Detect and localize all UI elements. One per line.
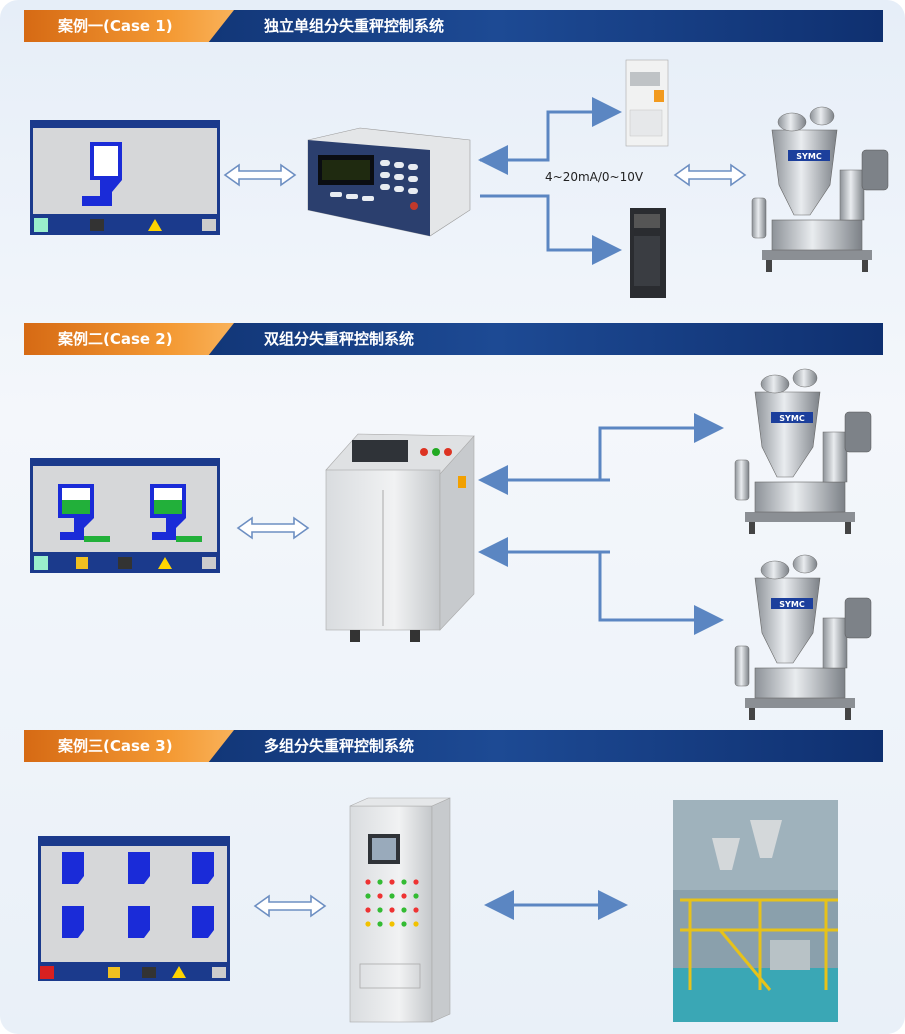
case1-tag: 案例一(Case 1) — [24, 10, 234, 42]
case3-hmi-screen — [38, 836, 230, 981]
case2-feeder-machine-bottom — [734, 554, 872, 721]
case1-hmi-link-arrow — [224, 164, 296, 186]
case2-title: 双组分失重秤控制系统 — [264, 330, 415, 348]
case1-servo-driver — [630, 208, 666, 298]
case3-plant-photo — [673, 800, 838, 1022]
case1-hmi-screen — [30, 120, 220, 235]
case1-routing-arrows — [478, 97, 622, 265]
case1-feeder-machine — [751, 106, 889, 273]
case1-machine-link-arrow — [674, 164, 746, 186]
case3-tag: 案例三(Case 3) — [24, 730, 234, 762]
case3-title: 多组分失重秤控制系统 — [264, 737, 415, 755]
case3-hmi-link-arrow — [254, 895, 326, 917]
case1-header: 案例一(Case 1) 独立单组分失重秤控制系统 — [24, 10, 883, 42]
case3-header: 案例三(Case 3) 多组分失重秤控制系统 — [24, 730, 883, 762]
case3-control-cabinet — [349, 797, 451, 1023]
case1-frequency-drive — [625, 59, 669, 147]
case2-tag: 案例二(Case 2) — [24, 323, 234, 355]
case2-hmi-link-arrow — [237, 517, 309, 539]
case2-feeder-machine-top — [734, 368, 872, 535]
signal-label: 4~20mA/0~10V — [545, 170, 644, 184]
case2-header: 案例二(Case 2) 双组分失重秤控制系统 — [24, 323, 883, 355]
case1-controller — [307, 127, 471, 237]
case2-hmi-screen — [30, 458, 220, 573]
case1-title: 独立单组分失重秤控制系统 — [264, 17, 445, 35]
case2-routing-arrows — [478, 413, 724, 635]
case2-control-cabinet — [325, 433, 475, 642]
